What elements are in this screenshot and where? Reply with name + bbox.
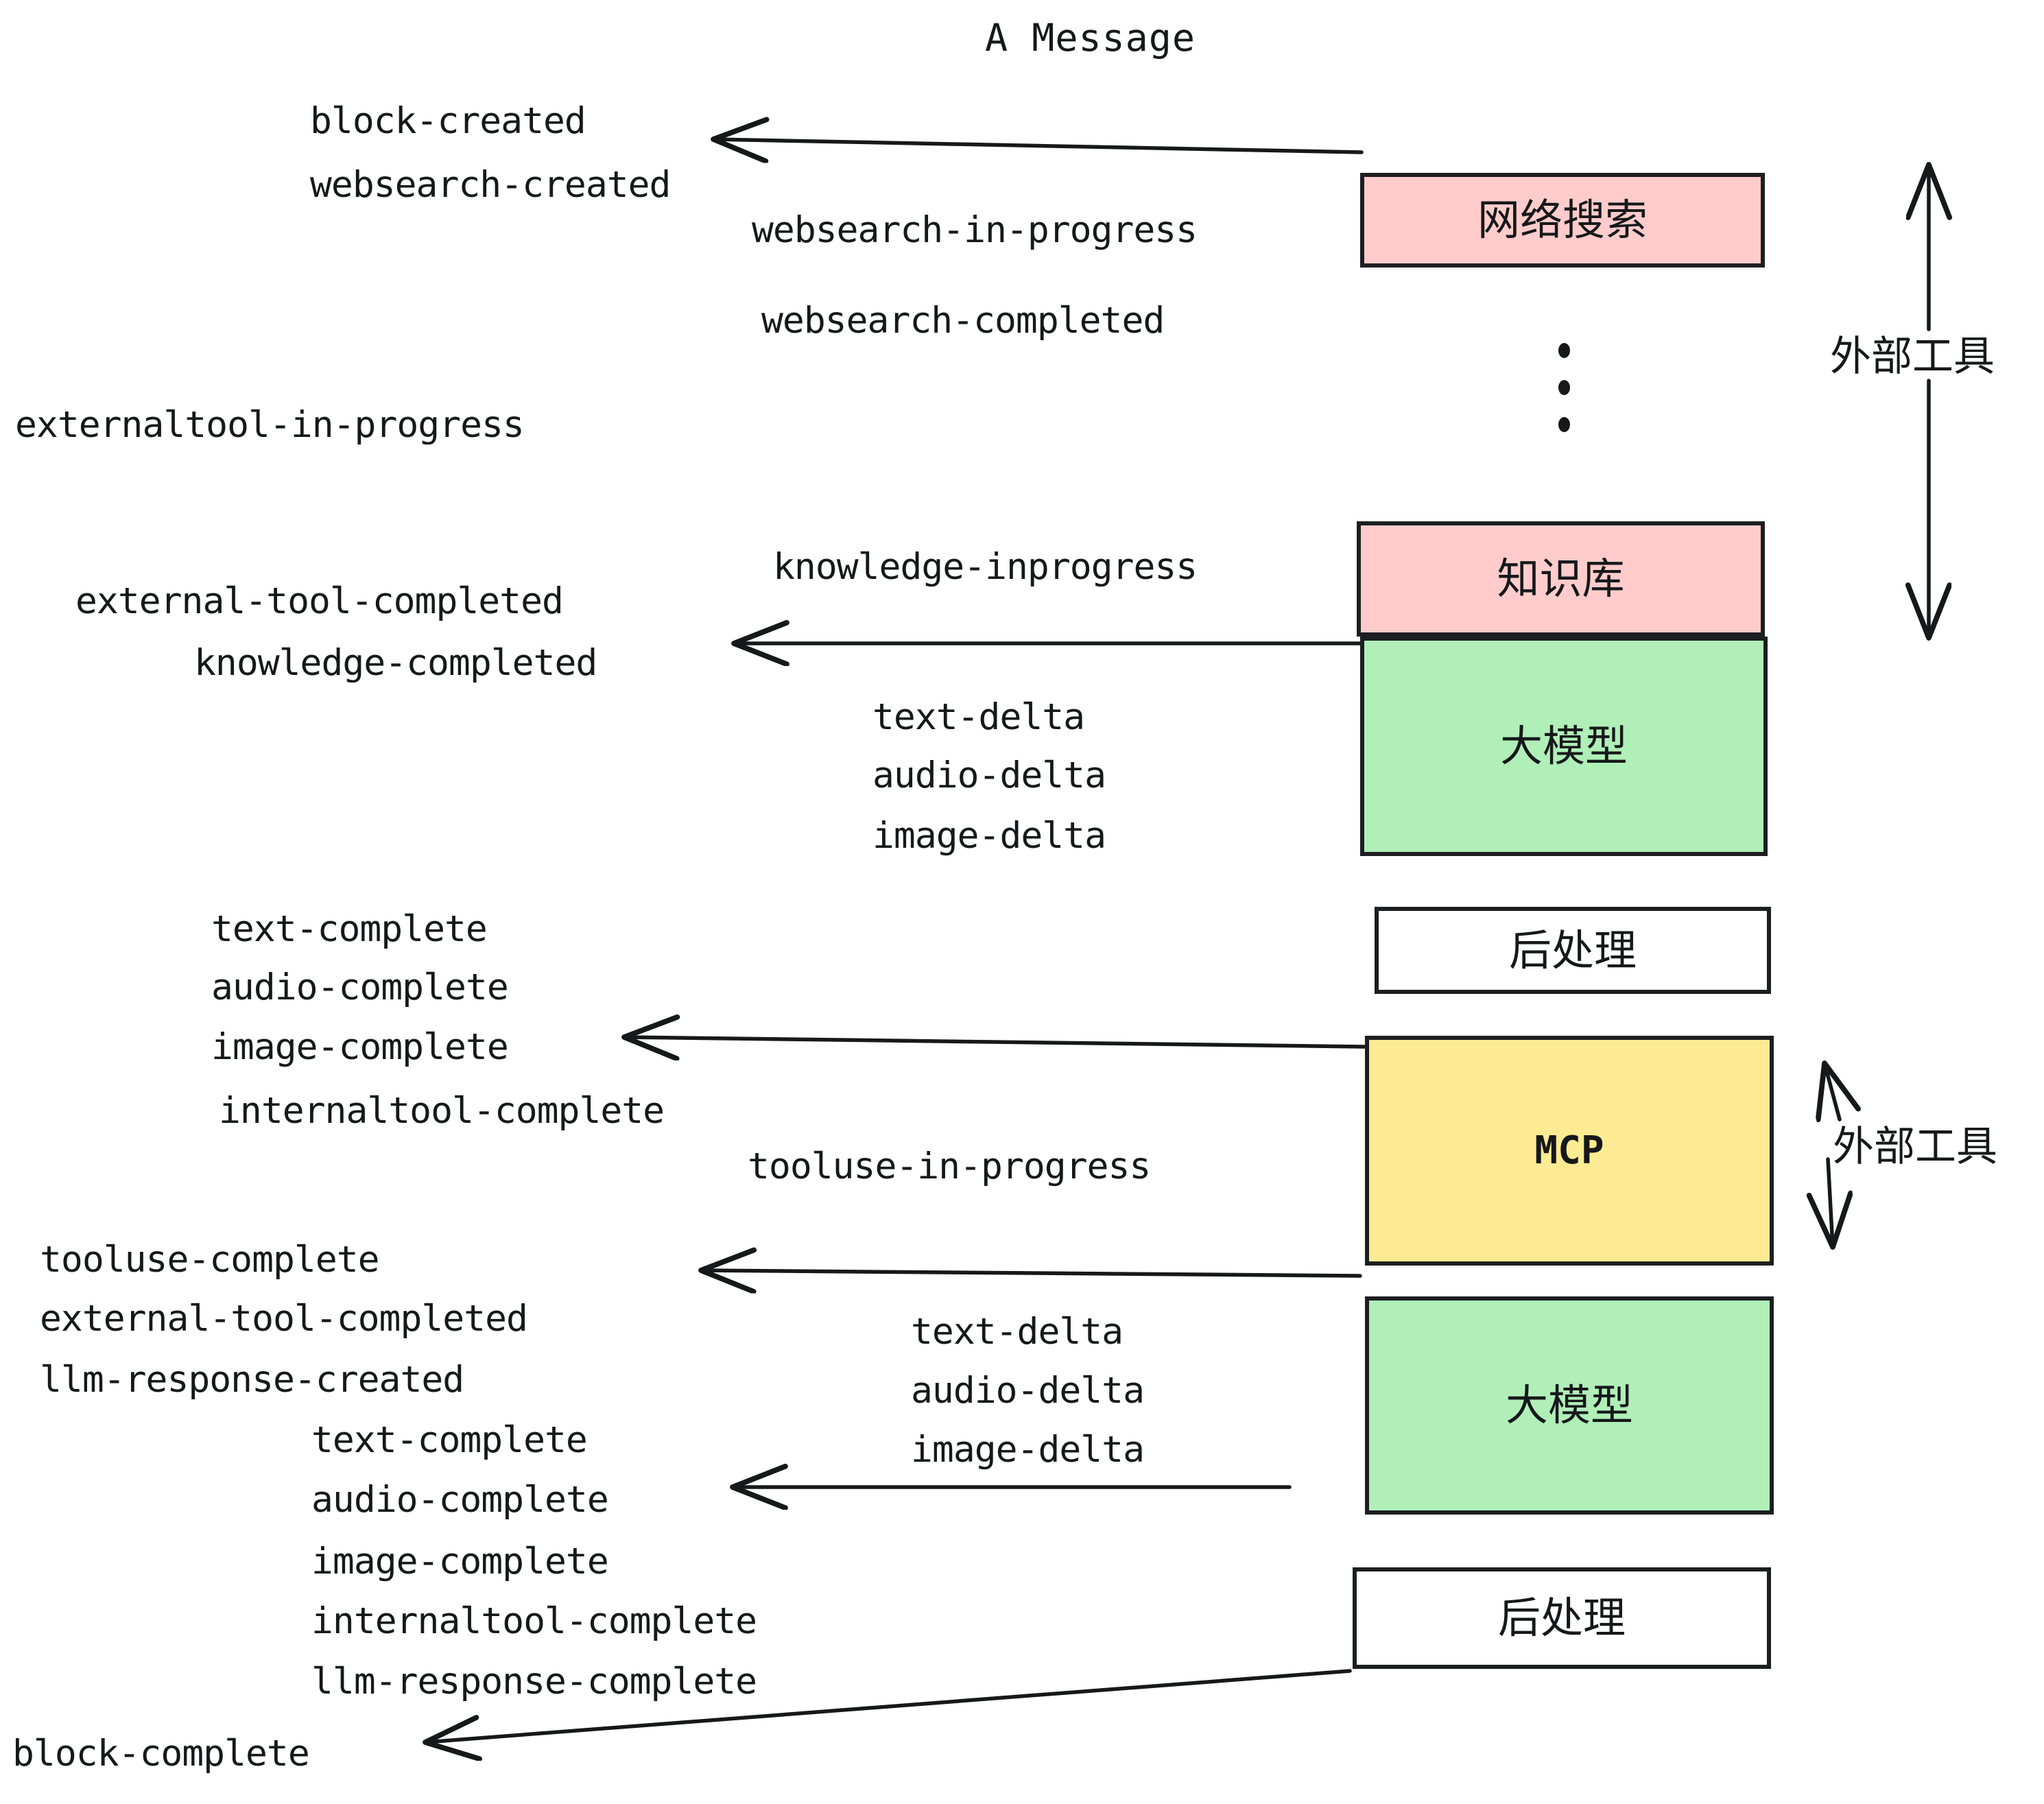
event-label-image-delta-1: image-delta [872,815,1106,857]
arrow-ext-bottom-down [1828,1157,1833,1247]
event-label-image-complete-2: image-complete [311,1541,609,1582]
event-label-websearch-completed: websearch-completed [761,300,1165,342]
arrow-mcp-to-image [624,1037,1367,1047]
event-label-block-created: block-created [310,100,586,142]
arrow-ext-bottom-up [1825,1063,1840,1119]
node-label: 后处理 [1508,925,1637,975]
node-llm1: 大模型 [1360,637,1768,856]
event-label-audio-complete-1: audio-complete [211,966,509,1008]
event-label-block-complete: block-complete [12,1733,310,1775]
event-label-text-delta-1: text-delta [872,696,1085,738]
node-knowledge: 知识库 [1357,521,1765,637]
event-label-llm-response-complete: llm-response-complete [311,1661,757,1702]
event-label-external-tool-completed-1: external-tool-completed [75,580,564,622]
event-label-knowledge-completed: knowledge-completed [194,642,597,684]
event-label-audio-delta-1: audio-delta [872,755,1106,796]
side-label-external-tools-top: 外部工具 [1830,333,1995,381]
node-label: 后处理 [1497,1593,1626,1643]
event-label-tooluse-complete: tooluse-complete [40,1239,380,1281]
node-label: 网络搜索 [1477,195,1648,245]
node-label: 知识库 [1497,554,1625,604]
node-postproc2: 后处理 [1353,1567,1771,1669]
event-label-audio-delta-2: audio-delta [911,1370,1145,1412]
event-label-llm-response-created: llm-response-created [40,1359,464,1401]
event-label-websearch-created: websearch-created [310,164,671,206]
event-label-text-complete-1: text-complete [211,908,488,950]
node-label: MCP [1534,1128,1604,1173]
event-label-text-delta-2: text-delta [911,1311,1124,1353]
event-label-externaltool-in-progress: externaltool-in-progress [15,404,525,446]
vertical-ellipsis-icon [1557,343,1571,432]
node-postproc1: 后处理 [1375,907,1771,994]
arrow-websearch-to-block [713,139,1364,152]
event-label-audio-complete-2: audio-complete [311,1479,609,1521]
event-label-image-delta-2: image-delta [911,1429,1145,1471]
event-label-knowledge-inprogress: knowledge-inprogress [773,546,1198,588]
event-label-internaltool-complete-2: internaltool-complete [311,1600,757,1642]
event-label-external-tool-completed-2: external-tool-completed [40,1298,528,1340]
node-mcp: MCP [1365,1036,1774,1266]
event-label-websearch-in-progress: websearch-in-progress [752,209,1198,251]
node-label: 大模型 [1505,1380,1633,1430]
arrow-llm2-to-tooluse [701,1270,1362,1276]
event-label-image-complete-1: image-complete [211,1026,509,1068]
event-label-internaltool-complete-1: internaltool-complete [219,1090,665,1132]
node-websearch: 网络搜索 [1360,173,1765,268]
side-label-external-tools-bottom: 外部工具 [1833,1123,1997,1171]
page-title: A Message [985,16,1196,60]
node-llm2: 大模型 [1365,1296,1774,1515]
event-label-tooluse-in-progress: tooluse-in-progress [748,1146,1151,1187]
node-label: 大模型 [1499,721,1628,771]
event-label-text-complete-2: text-complete [311,1419,588,1461]
